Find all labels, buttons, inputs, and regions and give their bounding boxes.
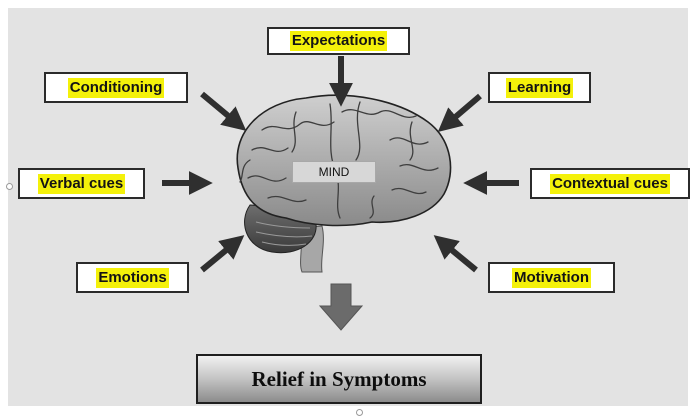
factor-motivation: Motivation [488,262,615,293]
arrow-motivation [433,235,478,273]
factor-emotions-label: Emotions [96,267,169,288]
arrow-outcome [318,283,364,331]
factor-expectations-label: Expectations [289,31,388,51]
arrow-learning [437,93,482,133]
factor-emotions: Emotions [76,262,189,293]
factor-learning: Learning [488,72,591,103]
mind-label: MIND [292,161,376,183]
selection-handle-left[interactable] [6,183,13,190]
factor-learning-label: Learning [505,77,574,98]
factor-conditioning-label: Conditioning [67,77,165,98]
arrow-conditioning [200,91,247,131]
factor-verbal-cues: Verbal cues [18,168,145,199]
factor-verbal-cues-label: Verbal cues [37,173,126,194]
factor-conditioning: Conditioning [44,72,188,103]
factor-motivation-label: Motivation [512,267,591,288]
factor-expectations: Expectations [267,27,410,55]
brain-illustration [236,94,452,273]
arrow-emotions [200,235,245,273]
selection-handle-bottom[interactable] [356,409,363,416]
outcome-box: Relief in Symptoms [196,354,482,404]
outcome-label: Relief in Symptoms [251,366,427,391]
factor-contextual-cues: Contextual cues [530,168,690,199]
factor-contextual-cues-label: Contextual cues [550,173,670,194]
